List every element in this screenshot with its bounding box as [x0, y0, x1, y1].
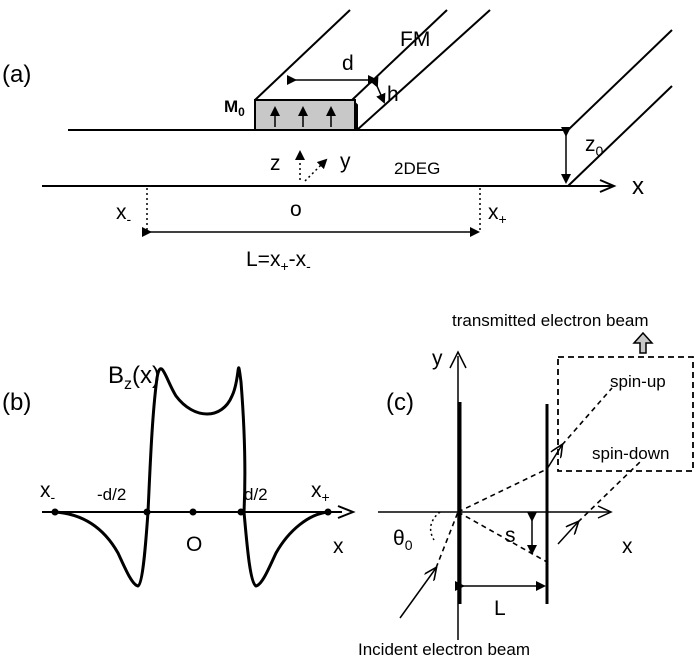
h-label: h	[387, 83, 399, 106]
incident-beam-label: Incident electron beam	[358, 640, 530, 659]
fm-strip-left-edge	[254, 9, 351, 101]
theta-label: θ0	[393, 527, 413, 553]
y-axis-arrowhead-c	[449, 350, 467, 369]
fm-strip-right-edge	[356, 9, 491, 131]
neg-d2-label: -d/2	[97, 485, 126, 504]
fm-strip-mid-edge	[351, 9, 448, 101]
theta-arc	[429, 511, 441, 541]
d2-label: d/2	[244, 485, 268, 504]
y-axis-label-a: y	[340, 150, 351, 173]
origin-label-b: O	[186, 533, 202, 556]
point-x-plus	[324, 508, 332, 516]
origin-label-a: o	[290, 198, 302, 221]
x-axis-arrowhead-c	[597, 505, 613, 519]
point-d2	[237, 508, 245, 516]
slab-bottom-perspective	[567, 85, 673, 187]
panel-c: (c) transmitted electron beam spin-up sp…	[358, 311, 694, 659]
panel-b: (b) Bz(x) x x- -d/2 O d/2 x+	[2, 362, 356, 588]
x-minus-label-b: x-	[40, 479, 56, 505]
z0-label: z0	[585, 133, 604, 159]
L-equation: L=x+-x-	[246, 248, 311, 274]
x-axis-label-c: x	[622, 535, 633, 558]
fm-label: FM	[400, 28, 430, 51]
s-label: s	[505, 524, 516, 547]
spin-up-arrow	[546, 445, 562, 470]
incident-beam-arrow	[399, 568, 436, 619]
x-axis-label-a: x	[632, 173, 644, 200]
spin-down-label: spin-down	[592, 444, 670, 463]
transmitted-beam-label: transmitted electron beam	[452, 311, 649, 330]
panel-b-label: (b)	[2, 389, 31, 416]
x-minus-label-a: x-	[116, 201, 132, 227]
x-axis-arrowhead	[599, 179, 617, 193]
point-neg-d2	[143, 508, 151, 516]
h-arrow	[369, 76, 386, 104]
L-label-c: L	[494, 597, 506, 620]
panel-a-label: (a)	[2, 61, 31, 88]
spin-down-path-1	[457, 511, 548, 563]
z-axis-label: z	[270, 152, 281, 175]
transmitted-arrow-icon	[632, 331, 654, 354]
d-label: d	[342, 52, 354, 75]
bz-curve	[54, 366, 329, 588]
x-plus-label-a: x+	[488, 201, 507, 227]
panel-c-label: (c)	[386, 389, 414, 416]
point-origin	[189, 508, 197, 516]
x-axis-arrowhead-b	[337, 505, 356, 519]
magnet-block	[254, 99, 356, 131]
spin-up-path-1	[457, 468, 548, 513]
spin-up-label: spin-up	[610, 372, 666, 391]
x-axis-label-b: x	[333, 535, 344, 558]
transmitted-box	[557, 356, 694, 472]
bz-label: Bz(x)	[108, 362, 160, 393]
2deg-label: 2DEG	[394, 159, 440, 178]
point-x-minus	[51, 508, 59, 516]
y-axis-arrow	[304, 158, 328, 182]
x-plus-label-b: x+	[311, 479, 330, 505]
m0-label: M0	[224, 97, 245, 119]
spin-down-arrow	[557, 522, 578, 545]
slab-top-perspective	[567, 29, 673, 131]
panel-a: (a) FM d h M0 x z0 z y 2DEG	[2, 9, 673, 274]
y-axis-label-c: y	[432, 347, 443, 370]
incident-beam-dash	[435, 511, 459, 569]
spin-up-path-2	[561, 387, 613, 446]
